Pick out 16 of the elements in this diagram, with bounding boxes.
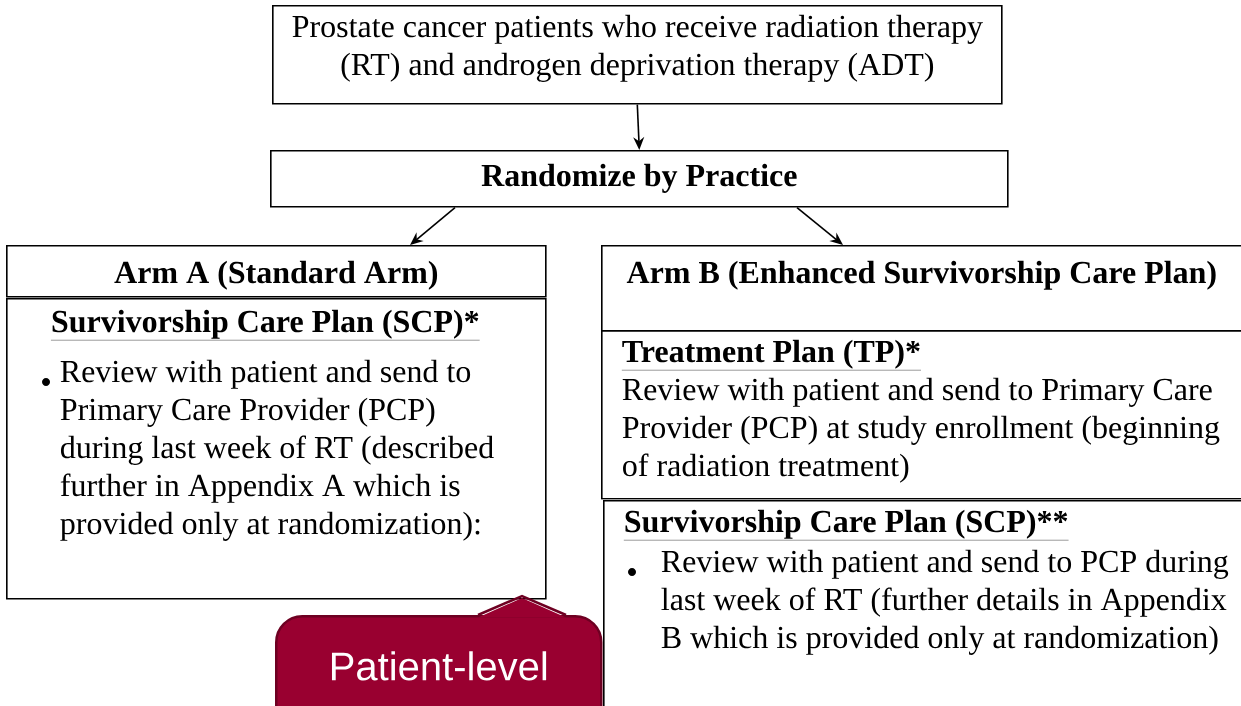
- section-heading: Treatment Plan (TP)*: [621, 339, 922, 371]
- arm-header-box: Arm A (Standard Arm): [6, 245, 547, 298]
- bullet-item: Review with patient and send to Primary Care Provider (PCP) during last week of RT (described further in Appendix A which is provided only at randomization):: [60, 359, 494, 541]
- arrow: [796, 206, 843, 245]
- bullet-item: Review with patient and send to PCP during last week of RT (further details in Appendix B which is provided only at randomization): [661, 549, 1229, 655]
- section-heading: Survivorship Care Plan (SCP)*: [50, 309, 480, 341]
- arm-content-box: [603, 500, 1241, 706]
- section-heading: Survivorship Care Plan (SCP)**: [623, 509, 1069, 541]
- arm-header-box: Arm B (Enhanced Survivorship Care Plan): [601, 245, 1241, 332]
- callout-box: Patient-level: [275, 594, 603, 706]
- arm-content-box: [601, 330, 1241, 500]
- process-box: Randomize by Practice: [270, 150, 1009, 208]
- arrow: [410, 206, 456, 245]
- body-text: Review with patient and send to Primary Care Provider (PCP) at study enrollment (beginning of radiation treatment): [622, 377, 1220, 483]
- arm-content-box: [6, 298, 547, 600]
- process-box: Prostate cancer patients who receive radiation therapy (RT) and androgen deprivation therapy (ADT): [272, 5, 1003, 105]
